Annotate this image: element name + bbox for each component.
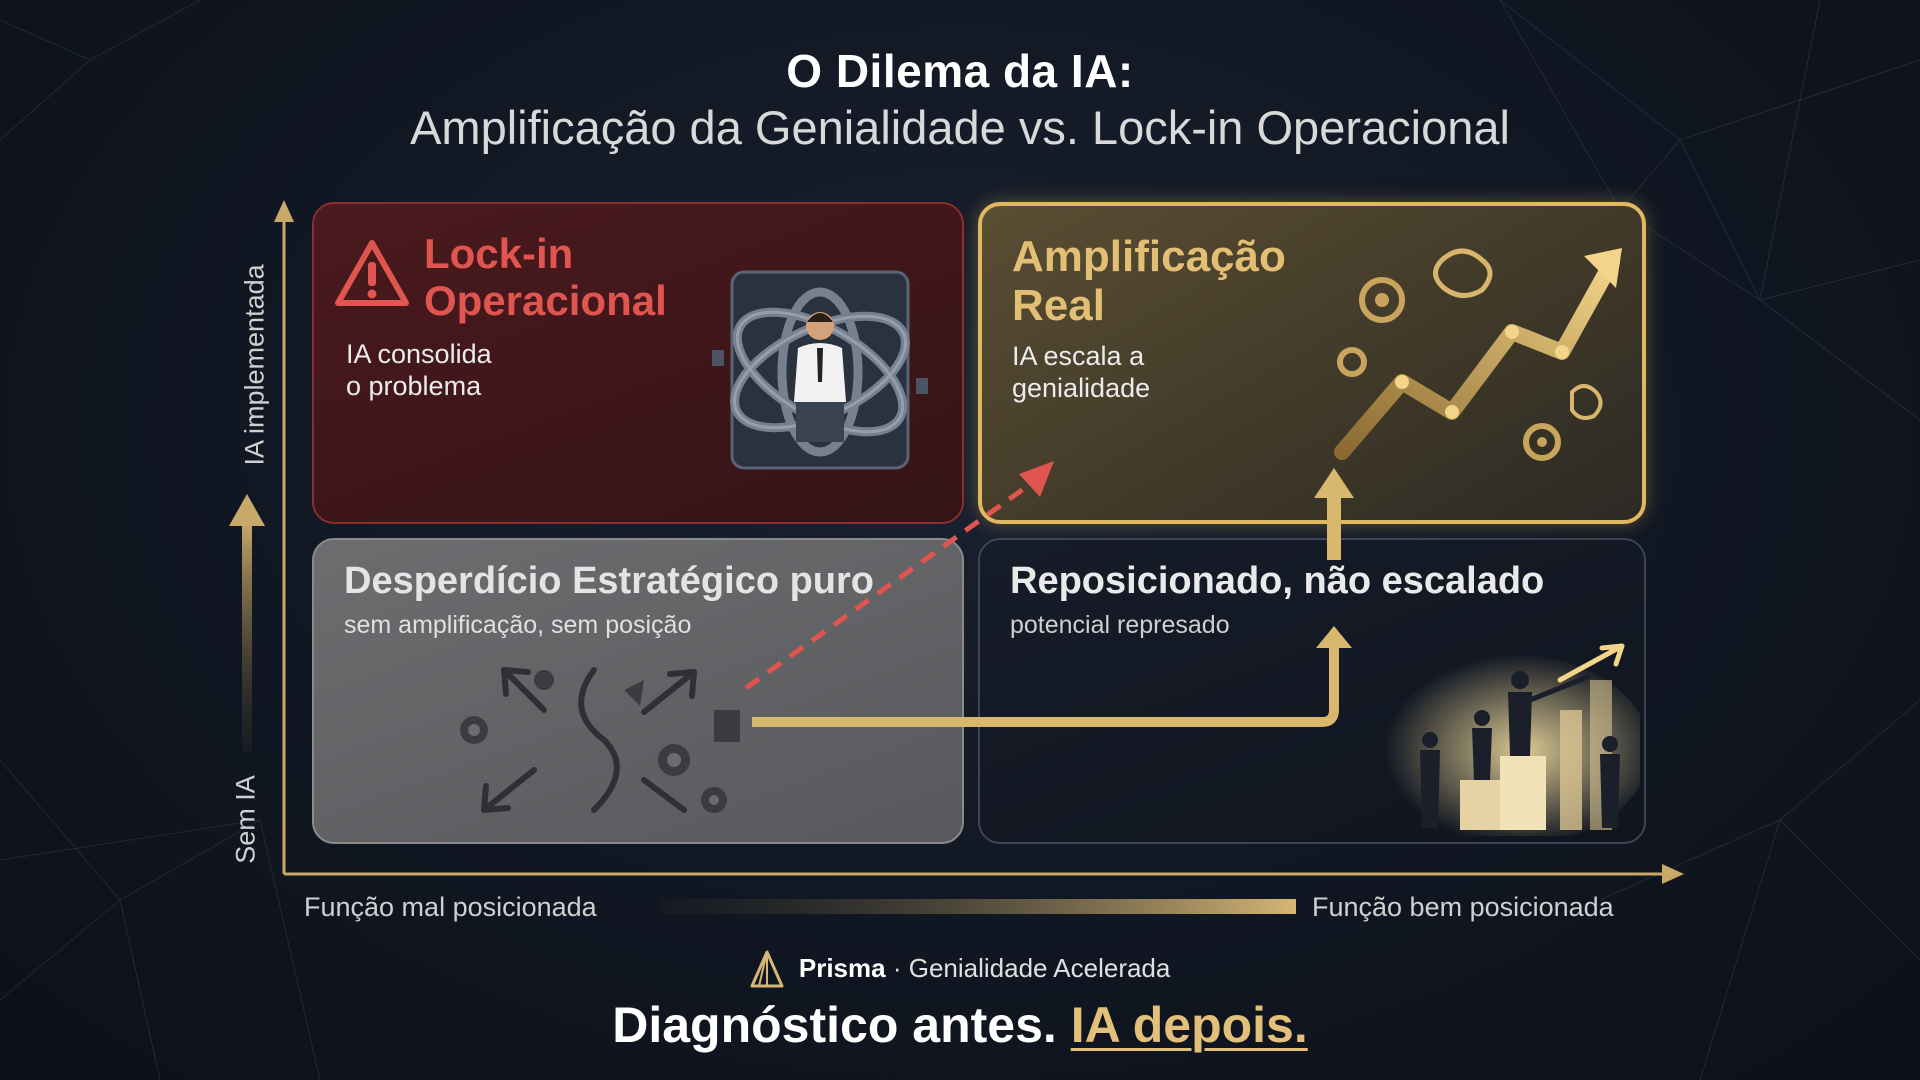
tangled-person-icon — [712, 270, 928, 470]
quadrant-subtitle: IA consolida o problema — [346, 339, 492, 402]
x-axis-low-label: Função mal posicionada — [304, 892, 597, 922]
page-subtitle: Amplificação da Genialidade vs. Lock-in … — [410, 101, 1510, 154]
growth-arrow-icon — [1334, 248, 1622, 461]
scattered-pieces-icon — [460, 667, 740, 813]
page-title: O Dilema da IA: — [786, 45, 1134, 97]
tagline-main: Diagnóstico antes. — [612, 997, 1057, 1053]
quadrant-subtitle: IA escala a genialidade — [1012, 341, 1151, 404]
quadrant-title: Reposicionado, não escalado — [1010, 560, 1545, 602]
brand-separator: · — [885, 952, 909, 983]
quadrant-lock-in: Lock-in Operacional IA consolida o probl… — [312, 202, 964, 524]
brand-tagline: Genialidade Acelerada — [908, 952, 1171, 983]
warning-triangle-icon — [335, 240, 409, 306]
quadrant-reposicionado: Reposicionado, não escalado potencial re… — [978, 538, 1646, 844]
tagline-accent: IA depois. — [1070, 997, 1308, 1053]
quadrant-subtitle: potencial represado — [1010, 611, 1230, 639]
team-podium-icon — [1370, 643, 1640, 836]
prism-logo-icon — [750, 950, 784, 988]
quadrant-title: Amplificação Real — [1012, 232, 1286, 331]
quadrant-amplificacao-real: Amplificação Real IA escala a genialidad… — [978, 202, 1646, 524]
closing-tagline: Diagnóstico antes. IA depois. — [0, 996, 1920, 1054]
x-axis-high-label: Função bem posicionada — [1312, 892, 1614, 922]
brand-name: Prisma — [798, 952, 886, 983]
y-axis-high-label: IA implementada — [239, 264, 270, 466]
quadrant-subtitle: sem amplificação, sem posição — [344, 611, 692, 639]
y-axis-low-label: Sem IA — [230, 775, 261, 864]
quadrant-desperdicio-estrategico: Desperdício Estratégico puro sem amplifi… — [312, 538, 964, 844]
brand-line: Prisma · Genialidade Acelerada — [0, 950, 1920, 990]
quadrant-title: Desperdício Estratégico puro — [344, 560, 875, 602]
quadrant-title: Lock-in Operacional — [424, 230, 667, 325]
